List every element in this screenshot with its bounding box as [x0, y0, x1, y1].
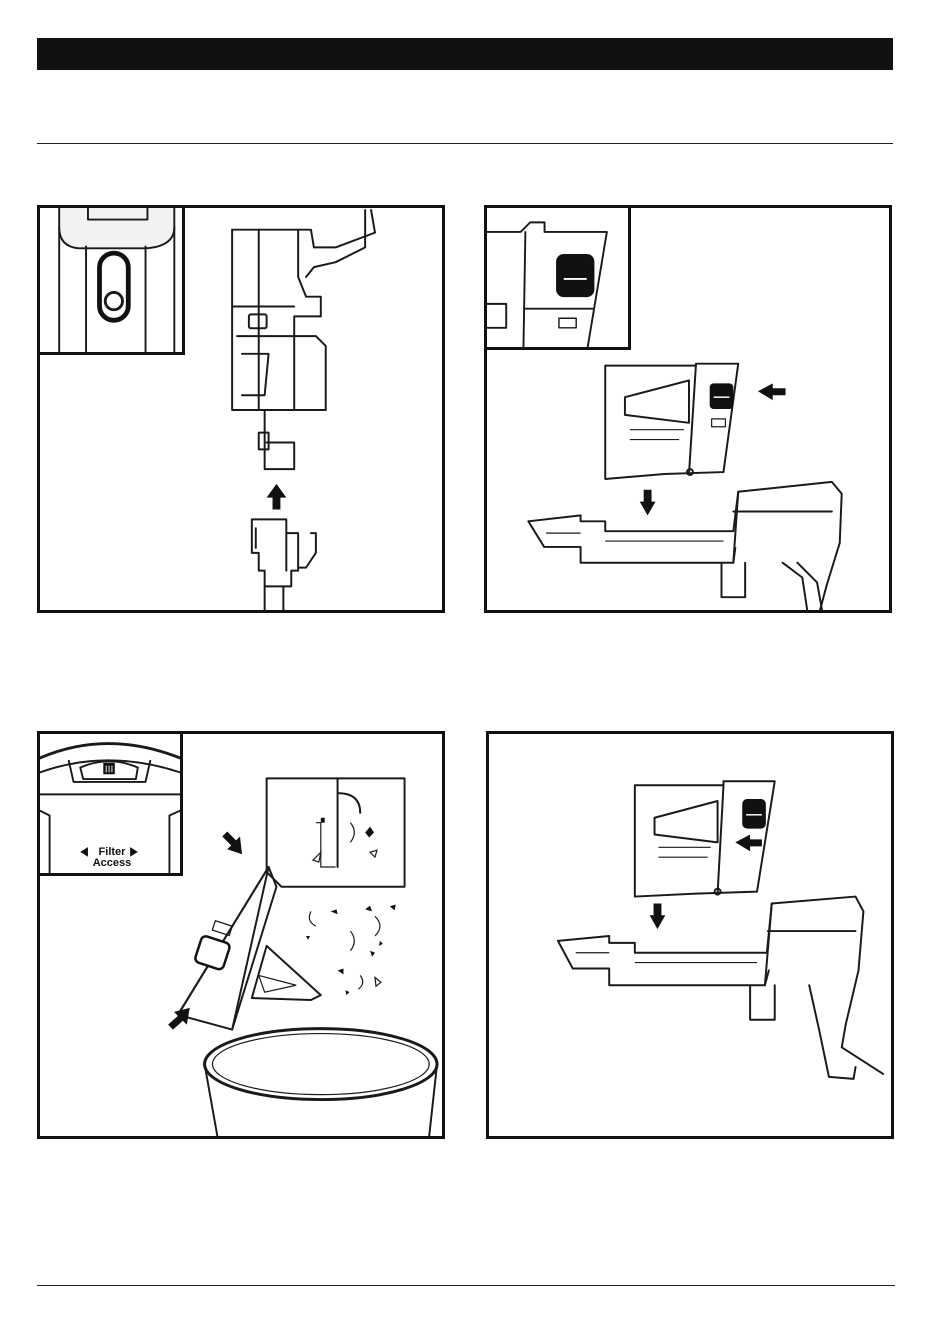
panel-step-4	[486, 731, 894, 1139]
arrow-up-right-icon	[168, 1008, 190, 1030]
release-button-icon	[710, 383, 734, 409]
release-button-icon	[194, 935, 231, 970]
release-button-icon	[556, 254, 594, 297]
bottom-divider	[37, 1285, 895, 1286]
arrow-down-icon	[650, 903, 666, 929]
dust-cup-reinstall-illustration	[489, 734, 891, 1136]
filter-access-label: Filter Access	[92, 847, 132, 869]
inset-dust-cup-button	[484, 205, 631, 350]
panel-step-2	[484, 205, 892, 613]
arrow-down-right-icon	[222, 832, 242, 855]
arrow-up-icon	[267, 484, 287, 510]
inset-filter-access: Filter Access	[37, 731, 183, 876]
trash-bin-icon	[205, 1029, 438, 1136]
release-button-icon	[742, 799, 766, 829]
header-bar	[37, 38, 893, 70]
filter-access-line2: Access	[92, 858, 132, 869]
top-divider	[37, 143, 893, 144]
arrow-down-icon	[640, 490, 656, 516]
arrow-left-icon	[735, 835, 762, 852]
inset-release-button	[37, 205, 185, 355]
panel-step-3: Filter Access	[37, 731, 445, 1139]
panel-step-1	[37, 205, 445, 613]
arrow-left-icon	[758, 383, 786, 400]
